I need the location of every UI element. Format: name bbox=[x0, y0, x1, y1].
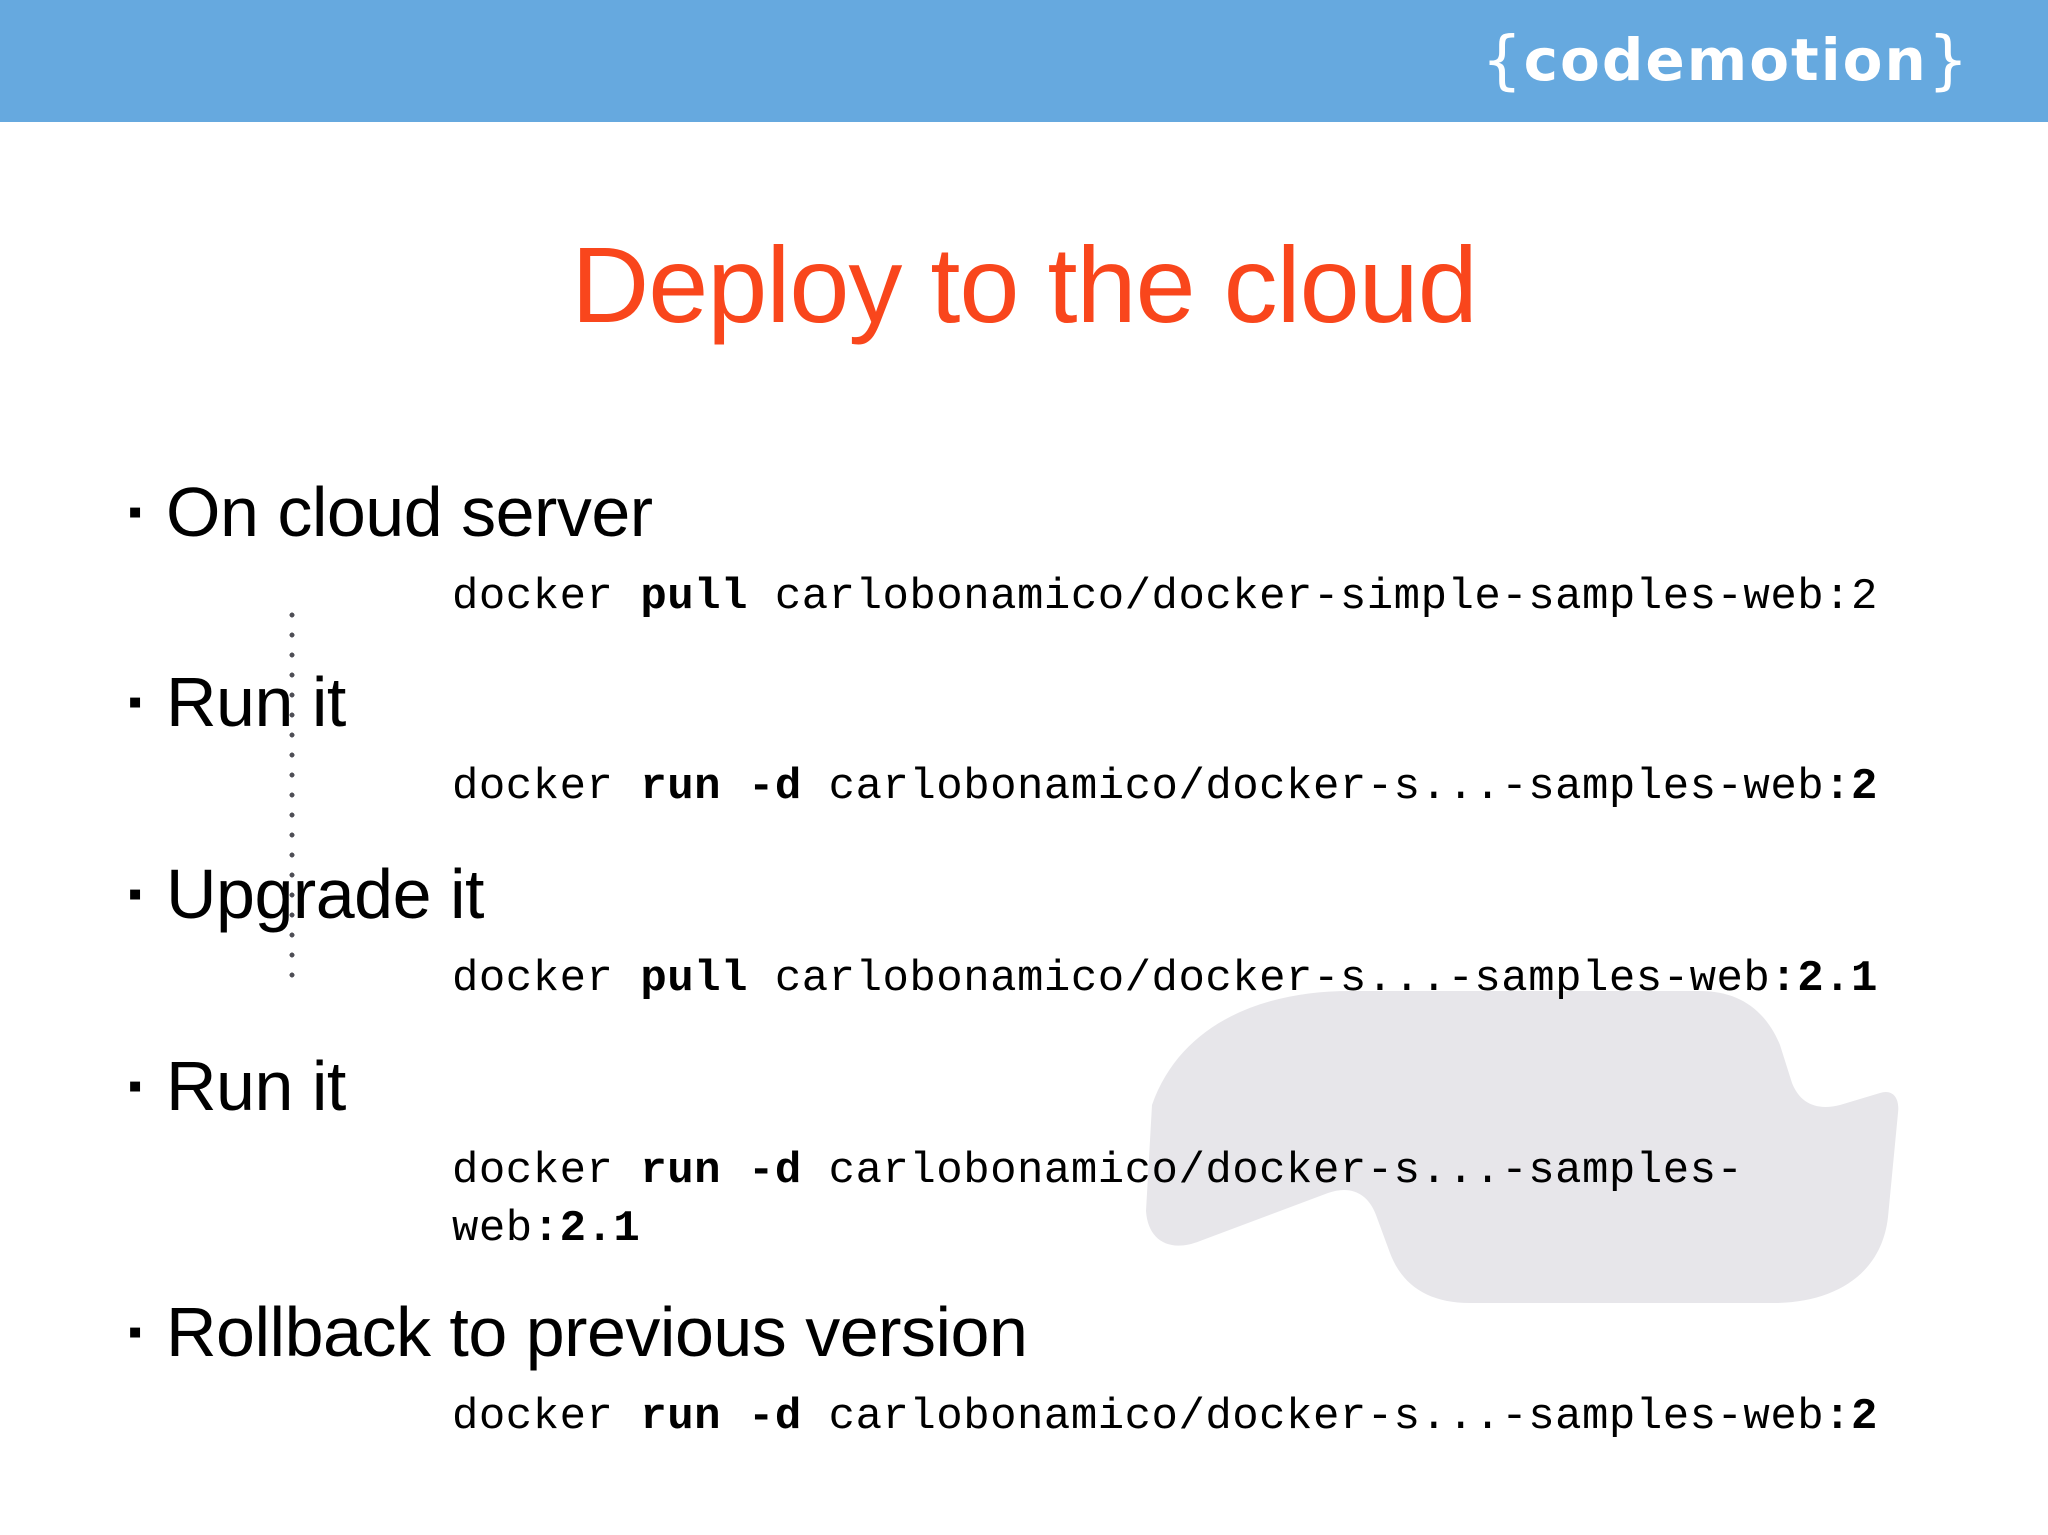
list-item[interactable]: ▪ Run it bbox=[0, 660, 2048, 744]
code-command: pull bbox=[640, 572, 748, 622]
code-command: pull bbox=[640, 954, 748, 1004]
code-tag: :2.1 bbox=[532, 1204, 641, 1254]
code-command: run -d bbox=[640, 1392, 802, 1442]
code-prefix: docker bbox=[452, 572, 641, 622]
code-snippet: docker pull carlobonamico/docker-s...-sa… bbox=[0, 950, 2048, 1008]
list-item-label: On cloud server bbox=[166, 473, 653, 551]
code-tag: :2 bbox=[1824, 1392, 1878, 1442]
code-argument: carlobonamico/docker-s...-samples-web bbox=[452, 1146, 1744, 1254]
code-snippet: docker pull carlobonamico/docker-simple-… bbox=[0, 568, 2048, 626]
list-item-label: Run it bbox=[166, 1047, 346, 1125]
slide-body: ▪ On cloud server docker pull carlobonam… bbox=[0, 470, 2048, 1446]
bullet-block: ▪ Run it docker run -d carlobonamico/doc… bbox=[0, 660, 2048, 816]
code-argument: carlobonamico/docker-s...-samples-web bbox=[747, 954, 1771, 1004]
code-snippet: docker run -d carlobonamico/docker-s...-… bbox=[0, 758, 2048, 816]
bullet-block: ▪ Run it docker run -d carlobonamico/doc… bbox=[0, 1044, 2048, 1258]
code-prefix: docker bbox=[452, 762, 641, 812]
code-command: run -d bbox=[640, 762, 802, 812]
list-item-label: Rollback to previous version bbox=[166, 1293, 1028, 1371]
header-band: {codemotion} bbox=[0, 0, 2048, 122]
code-snippet: docker run -d carlobonamico/docker-s...-… bbox=[0, 1388, 2048, 1446]
code-argument: carlobonamico/docker-s...-samples-web bbox=[801, 762, 1825, 812]
logo-open-brace: { bbox=[1481, 24, 1524, 98]
bullet-block: ▪ On cloud server docker pull carlobonam… bbox=[0, 470, 2048, 626]
square-bullet-icon: ▪ bbox=[128, 1310, 143, 1354]
bullet-block: ▪ Rollback to previous version docker ru… bbox=[0, 1290, 2048, 1446]
list-item[interactable]: ▪ On cloud server bbox=[0, 470, 2048, 554]
square-bullet-icon: ▪ bbox=[128, 872, 143, 916]
bullet-block: ▪ Upgrade it docker pull carlobonamico/d… bbox=[0, 852, 2048, 1008]
logo-wordmark: codemotion bbox=[1523, 26, 1928, 94]
list-item[interactable]: ▪ Upgrade it bbox=[0, 852, 2048, 936]
code-argument: carlobonamico/docker-simple-samples-web:… bbox=[747, 572, 1878, 622]
code-tag: :2.1 bbox=[1770, 954, 1878, 1004]
slide-title: Deploy to the cloud bbox=[571, 224, 1478, 345]
code-prefix: docker bbox=[452, 954, 641, 1004]
code-argument: carlobonamico/docker-s...-samples-web bbox=[801, 1392, 1825, 1442]
list-item-label: Run it bbox=[166, 663, 346, 741]
list-item[interactable]: ▪ Rollback to previous version bbox=[0, 1290, 2048, 1374]
code-command: run -d bbox=[640, 1146, 802, 1196]
code-prefix: docker bbox=[452, 1146, 641, 1196]
list-item[interactable]: ▪ Run it bbox=[0, 1044, 2048, 1128]
code-prefix: docker bbox=[452, 1392, 641, 1442]
code-tag: :2 bbox=[1824, 762, 1878, 812]
square-bullet-icon: ▪ bbox=[128, 680, 143, 724]
list-item-label: Upgrade it bbox=[166, 855, 484, 933]
codemotion-logo: {codemotion} bbox=[1481, 29, 1970, 93]
square-bullet-icon: ▪ bbox=[128, 1064, 143, 1108]
dotted-guide-line bbox=[289, 612, 295, 980]
square-bullet-icon: ▪ bbox=[128, 490, 143, 534]
code-snippet: docker run -d carlobonamico/docker-s...-… bbox=[0, 1142, 1842, 1258]
logo-close-brace: } bbox=[1927, 24, 1970, 98]
